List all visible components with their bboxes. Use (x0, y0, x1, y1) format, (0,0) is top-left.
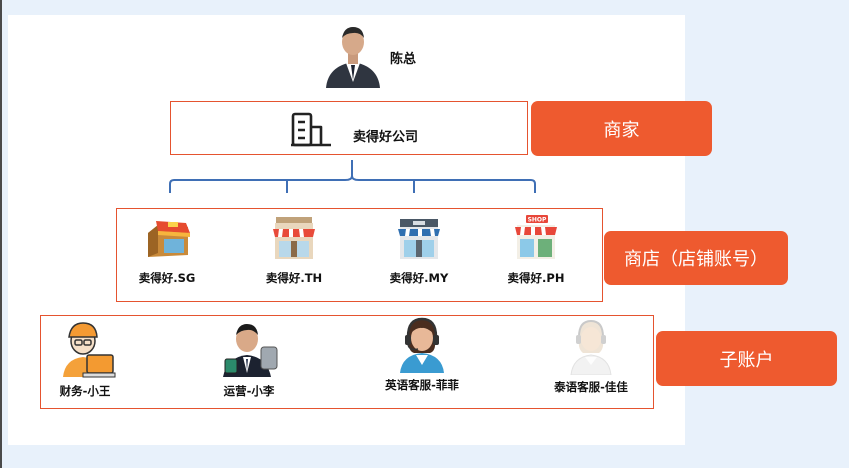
shop-item-sg: 卖得好.SG (117, 213, 217, 286)
shop-tag: 商店（店铺账号） (604, 231, 788, 285)
sub-account-label-operations: 运营-小李 (223, 384, 275, 398)
shop-th-icon (273, 217, 315, 259)
finance-worker-icon (63, 322, 116, 378)
sub-account-finance: 财务-小王 (25, 317, 145, 399)
headset-agent-icon (400, 317, 444, 373)
sub-account-english-support: 英语客服-菲菲 (362, 311, 482, 393)
shop-label-ph: 卖得好.PH (507, 271, 565, 285)
building-icon (291, 112, 331, 147)
shop-label-my: 卖得好.MY (389, 271, 449, 285)
sub-account-thai-support: 泰语客服-佳佳 (531, 313, 651, 395)
merchant-box (170, 101, 528, 155)
shop-item-ph: SHOP 卖得好.PH (486, 213, 586, 286)
sub-account-label-english-support: 英语客服-菲菲 (385, 378, 459, 392)
shop-item-th: 卖得好.TH (244, 213, 344, 286)
shop-group-box (116, 208, 603, 302)
shop-sg-icon (148, 221, 190, 257)
shop-ph-icon: SHOP (515, 215, 557, 259)
operations-businessman-icon (223, 324, 278, 377)
sub-account-operations: 运营-小李 (189, 317, 309, 399)
org-connector-lines (169, 160, 536, 193)
businessman-icon (326, 27, 380, 88)
sub-account-label-finance: 财务-小王 (59, 384, 111, 398)
shop-my-icon (398, 219, 440, 259)
sub-account-group-box (40, 315, 654, 409)
shop-label-sg: 卖得好.SG (138, 271, 196, 285)
svg-text:SHOP: SHOP (528, 217, 547, 224)
shop-label-th: 卖得好.TH (265, 271, 323, 285)
window-left-border (0, 0, 2, 468)
sub-account-label-thai-support: 泰语客服-佳佳 (554, 380, 628, 394)
headset-agent-light-icon (570, 319, 612, 375)
sub-account-tag: 子账户 (656, 331, 837, 386)
shop-item-my: 卖得好.MY (369, 213, 469, 286)
merchant-tag: 商家 (531, 101, 712, 156)
merchant-name: 卖得好公司 (353, 130, 419, 145)
boss-name: 陈总 (390, 52, 417, 67)
